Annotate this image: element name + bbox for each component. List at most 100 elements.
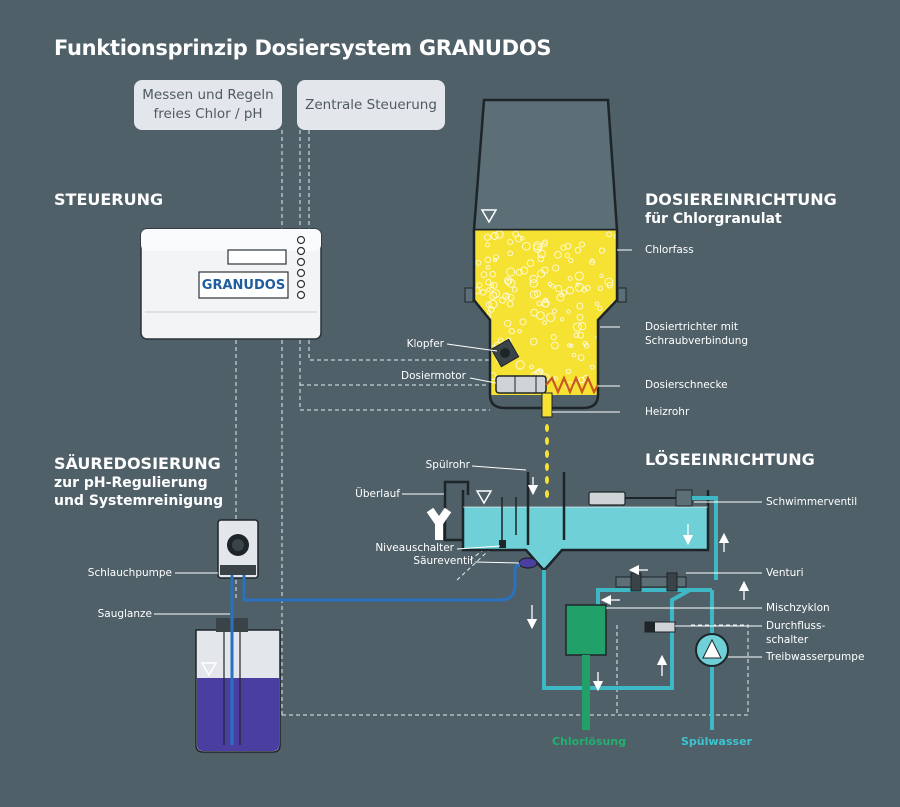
granule-bubble bbox=[547, 281, 553, 286]
granule-bubble bbox=[485, 301, 492, 308]
label-mischzyklon: Mischzyklon bbox=[766, 602, 830, 614]
granule-bubble bbox=[506, 278, 516, 288]
granule-bubble bbox=[569, 343, 574, 348]
granule-bubble bbox=[550, 334, 557, 341]
section-dosiereinrichtung: DOSIEREINRICHTUNG bbox=[645, 190, 837, 209]
granule-bubble bbox=[533, 243, 543, 253]
granule-bubble bbox=[541, 241, 548, 248]
control-lines bbox=[235, 130, 749, 716]
chlorine-hopper bbox=[464, 98, 627, 418]
granule-bubble bbox=[575, 282, 580, 287]
granule-bubble bbox=[559, 317, 565, 322]
granule-bubble bbox=[597, 305, 603, 312]
granule-bubble bbox=[589, 364, 595, 370]
granule-bubble bbox=[485, 264, 491, 270]
granule-bubble bbox=[533, 241, 543, 251]
granule-bubble bbox=[550, 283, 556, 289]
granule-bubble bbox=[560, 244, 567, 251]
granule-bubble bbox=[574, 271, 584, 281]
granule-bubble bbox=[490, 282, 498, 289]
granule-bubble bbox=[542, 320, 548, 325]
dosiermotor bbox=[495, 375, 547, 394]
granule-bubble bbox=[605, 357, 612, 364]
granule-bubble bbox=[606, 231, 612, 238]
granule-bubble bbox=[529, 364, 534, 370]
falling-granules bbox=[545, 424, 549, 498]
granule-bubble bbox=[529, 274, 538, 283]
measure-control-line2: freies Chlor / pH bbox=[153, 106, 263, 122]
granule-bubble bbox=[554, 284, 563, 293]
granule-bubble bbox=[606, 355, 616, 365]
granule-bubble bbox=[474, 329, 479, 335]
granule-bubble bbox=[514, 235, 523, 243]
label-treibwasserpumpe: Treibwasserpumpe bbox=[766, 651, 865, 663]
label-chlorloesung: Chlorlösung bbox=[552, 735, 627, 748]
granule-bubble bbox=[515, 360, 525, 370]
granule-bubble bbox=[506, 300, 514, 308]
granule-bubble bbox=[505, 293, 510, 298]
granule-bubble bbox=[578, 322, 587, 331]
granule-bubble bbox=[475, 260, 482, 266]
granule-bubble bbox=[515, 268, 523, 276]
granule-bubble bbox=[565, 368, 572, 375]
granule-bubble bbox=[576, 302, 584, 310]
granule-bubble bbox=[519, 318, 527, 326]
section-dosiereinrichtung-sub: für Chlorgranulat bbox=[645, 211, 782, 227]
leader-lines bbox=[154, 249, 762, 658]
granule-bubble bbox=[597, 285, 604, 292]
granule-bubble bbox=[542, 300, 550, 308]
label-dosiertrichter-1: Dosiertrichter mit bbox=[645, 321, 738, 333]
label-schwimmerventil: Schwimmerventil bbox=[766, 496, 858, 508]
granule-bubble bbox=[578, 241, 586, 248]
granule-bubble bbox=[529, 337, 538, 346]
controller-unit bbox=[140, 228, 322, 340]
granule-bubble bbox=[551, 308, 558, 314]
label-dosierschnecke: Dosierschnecke bbox=[645, 379, 728, 391]
granule-bubble bbox=[520, 236, 525, 241]
measure-control-line1: Messen und Regeln bbox=[142, 87, 274, 103]
klopfer bbox=[490, 338, 520, 368]
label-ueberlauf: Überlauf bbox=[355, 488, 400, 500]
granule-bubble bbox=[504, 278, 512, 285]
section-loeseeinrichtung: LÖSEEINRICHTUNG bbox=[645, 450, 815, 469]
granule-bubble bbox=[526, 259, 535, 267]
granule-bubble bbox=[576, 313, 584, 321]
granule-bubble bbox=[567, 275, 573, 281]
granule-bubble bbox=[556, 293, 565, 302]
granule-bubble bbox=[584, 284, 591, 291]
granule-bubble bbox=[607, 327, 614, 334]
granule-bubble bbox=[571, 352, 577, 358]
granule-bubble bbox=[512, 230, 519, 238]
granule-bubble bbox=[577, 354, 585, 361]
granule-bubble bbox=[578, 376, 585, 384]
section-steuerung: STEUERUNG bbox=[54, 190, 164, 209]
granule-bubble bbox=[573, 332, 580, 338]
granule-bubble bbox=[611, 363, 617, 373]
granule-bubble bbox=[561, 289, 568, 296]
granule-bubble bbox=[486, 287, 491, 292]
durchflussschalter bbox=[644, 621, 676, 633]
granule-bubble bbox=[577, 331, 585, 339]
treibwasserpumpe bbox=[695, 633, 729, 667]
granule-bubble bbox=[599, 273, 604, 278]
granule-bubble bbox=[502, 292, 510, 301]
granule-bubble bbox=[589, 259, 596, 266]
granule-bubble bbox=[517, 329, 522, 334]
label-dosiermotor: Dosiermotor bbox=[401, 370, 466, 382]
granule-bubble bbox=[538, 368, 543, 374]
granule-bubble bbox=[581, 286, 588, 293]
granule-bubble bbox=[529, 290, 539, 299]
label-chlorfass: Chlorfass bbox=[645, 244, 694, 256]
page-title: Funktionsprinzip Dosiersystem GRANUDOS bbox=[54, 36, 552, 60]
flow-arrows bbox=[526, 477, 750, 692]
granule-bubble bbox=[610, 330, 617, 339]
granule-bubble bbox=[479, 289, 487, 296]
label-durchfluss-1: Durchfluss- bbox=[766, 620, 826, 632]
mischzyklon bbox=[565, 604, 607, 730]
section-saeuredosierung: SÄUREDOSIERUNG bbox=[54, 454, 221, 473]
granule-bubble bbox=[488, 306, 495, 313]
granule-bubble bbox=[529, 279, 538, 288]
granule-bubble bbox=[474, 307, 480, 315]
label-spuelwasser: Spülwasser bbox=[681, 735, 752, 748]
granule-bubble bbox=[598, 247, 606, 254]
